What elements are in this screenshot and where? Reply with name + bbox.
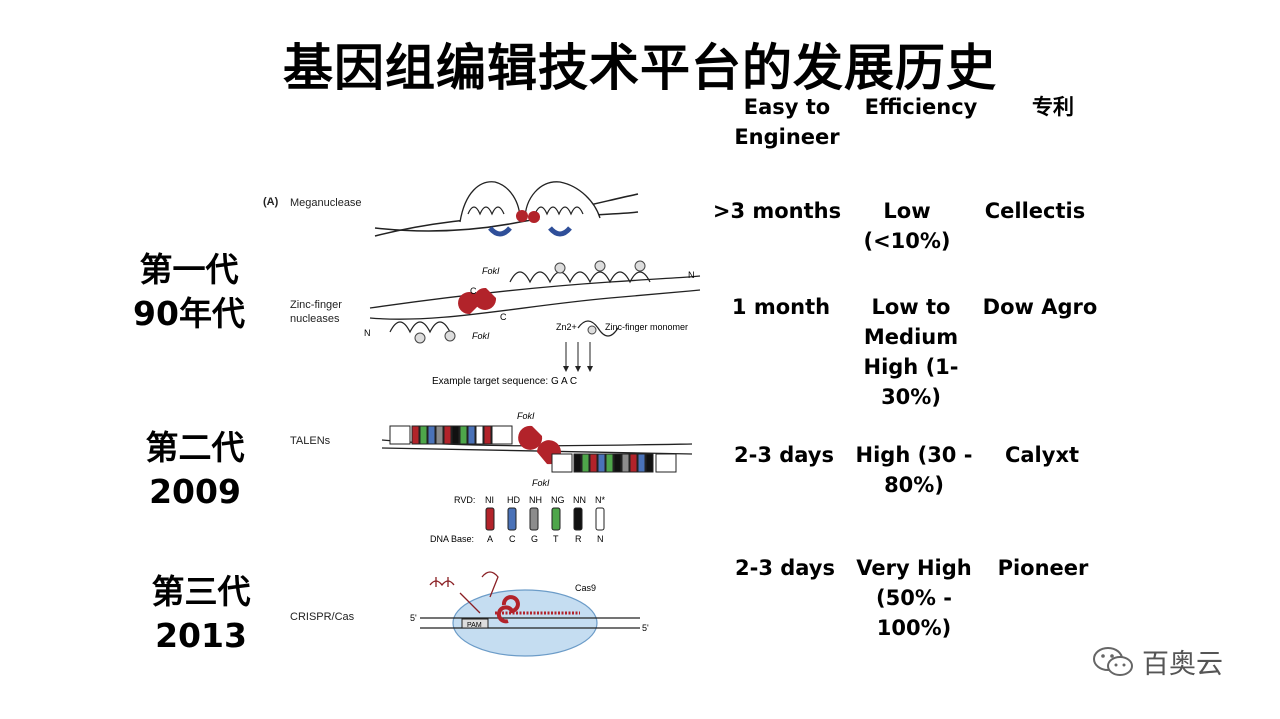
rvd-legend: NI A HD C NH G NG T NN R N* N bbox=[485, 495, 605, 544]
zfn-diagram: FokI FokI C C N N Zn2+ Zinc-finger monom… bbox=[364, 260, 701, 387]
cell-crispr-easy: 2-3 days bbox=[735, 556, 835, 580]
zfn-c-term-top: C bbox=[470, 286, 477, 296]
talen-rvd-label: RVD: bbox=[454, 495, 475, 505]
cell-zfn-efficiency: Low to Medium High (1- 30%) bbox=[863, 295, 959, 409]
generation-2-year: 2009 bbox=[149, 472, 241, 511]
generation-1-year: 90年代 bbox=[133, 294, 245, 333]
cell-talens-efficiency: High (30 - 80%) bbox=[855, 443, 973, 497]
zfn-c-term-bottom: C bbox=[500, 312, 507, 322]
platform-label-zfn: Zinc-finger nucleases bbox=[290, 299, 342, 325]
rvd-base-5: N bbox=[597, 534, 604, 544]
zfn-monomer-label: Zinc-finger monomer bbox=[605, 322, 688, 332]
rvd-swatch-5 bbox=[595, 507, 605, 531]
crispr-five-prime-left: 5' bbox=[410, 613, 417, 623]
zfn-ion: Zn2+ bbox=[556, 322, 577, 332]
zfn-enzyme-top: FokI bbox=[482, 266, 500, 276]
generation-1-name: 第一代 bbox=[139, 250, 239, 289]
generation-3-year: 2013 bbox=[155, 616, 247, 655]
cell-crispr-efficiency: Very High (50% - 100%) bbox=[856, 556, 972, 640]
crispr-five-prime-right: 5' bbox=[642, 623, 649, 633]
watermark-text: 百奥云 bbox=[1142, 649, 1223, 680]
platform-label-talens: TALENs bbox=[290, 435, 331, 447]
rvd-base-1: C bbox=[509, 534, 516, 544]
platform-label-meganuclease: Meganuclease bbox=[290, 197, 362, 209]
talens-diagram: FokI FokI RVD: DNA Base: NI A HD C NH G NG T NN R… bbox=[381, 411, 693, 544]
talen-enzyme-top: FokI bbox=[517, 411, 535, 421]
cell-meganuclease-easy: >3 months bbox=[712, 199, 842, 223]
crispr-pam: PAM bbox=[467, 622, 482, 629]
header-patent: 专利 bbox=[1032, 95, 1074, 119]
rvd-code-1: HD bbox=[507, 495, 520, 505]
zfn-n-term-left: N bbox=[364, 328, 371, 338]
crispr-diagram: PAM Cas9 5' 5' bbox=[410, 571, 649, 657]
rvd-code-2: NH bbox=[529, 495, 542, 505]
rvd-base-2: G bbox=[531, 534, 538, 544]
cell-meganuclease-patent: Cellectis bbox=[984, 199, 1086, 223]
rvd-base-4: R bbox=[575, 534, 582, 544]
rvd-swatch-3 bbox=[551, 507, 561, 531]
wechat-icon bbox=[1093, 646, 1133, 676]
header-easy-to-engineer: Easy to Engineer bbox=[734, 95, 840, 149]
cell-talens-easy: 2-3 days bbox=[734, 443, 834, 467]
rvd-swatch-4 bbox=[573, 507, 583, 531]
rvd-swatch-0 bbox=[485, 507, 495, 531]
generation-2-name: 第二代 bbox=[145, 428, 245, 467]
rvd-base-3: T bbox=[553, 534, 559, 544]
zfn-target-sequence: Example target sequence: G A C bbox=[432, 376, 577, 387]
cell-talens-patent: Calyxt bbox=[1004, 443, 1080, 467]
cell-zfn-easy: 1 month bbox=[731, 295, 831, 319]
rvd-swatch-2 bbox=[529, 507, 539, 531]
generation-3-name: 第三代 bbox=[151, 572, 251, 611]
cell-zfn-patent: Dow Agro bbox=[982, 295, 1098, 319]
cell-crispr-patent: Pioneer bbox=[997, 556, 1089, 580]
rvd-code-0: NI bbox=[485, 495, 494, 505]
rvd-code-4: NN bbox=[573, 495, 586, 505]
zfn-enzyme-bottom: FokI bbox=[472, 331, 490, 341]
meganuclease-diagram bbox=[374, 181, 639, 237]
rvd-base-0: A bbox=[487, 534, 493, 544]
talen-base-label: DNA Base: bbox=[430, 534, 474, 544]
header-efficiency: Efficiency bbox=[864, 95, 978, 119]
talen-top-repeats bbox=[389, 425, 513, 445]
talen-enzyme-bottom: FokI bbox=[532, 478, 550, 488]
crispr-protein: Cas9 bbox=[575, 583, 596, 593]
zfn-n-term-right: N bbox=[688, 270, 695, 280]
generation-3: 第三代 2013 bbox=[116, 570, 286, 658]
rvd-code-3: NG bbox=[551, 495, 565, 505]
cell-meganuclease-efficiency: Low (<10%) bbox=[863, 199, 951, 253]
talen-bottom-repeats bbox=[551, 453, 677, 473]
generation-2: 第二代 2009 bbox=[110, 426, 280, 514]
generation-1: 第一代 90年代 bbox=[104, 248, 274, 336]
platform-label-crispr: CRISPR/Cas bbox=[290, 611, 355, 623]
panel-tag: (A) bbox=[263, 196, 279, 208]
rvd-code-5: N* bbox=[595, 495, 605, 505]
watermark: 百奥云 bbox=[1092, 642, 1223, 681]
slide-title: 基因组编辑技术平台的发展历史 bbox=[283, 39, 997, 97]
zfn-monomer-line-1: Zinc-finger monomer bbox=[605, 322, 688, 332]
rvd-swatch-1 bbox=[507, 507, 517, 531]
